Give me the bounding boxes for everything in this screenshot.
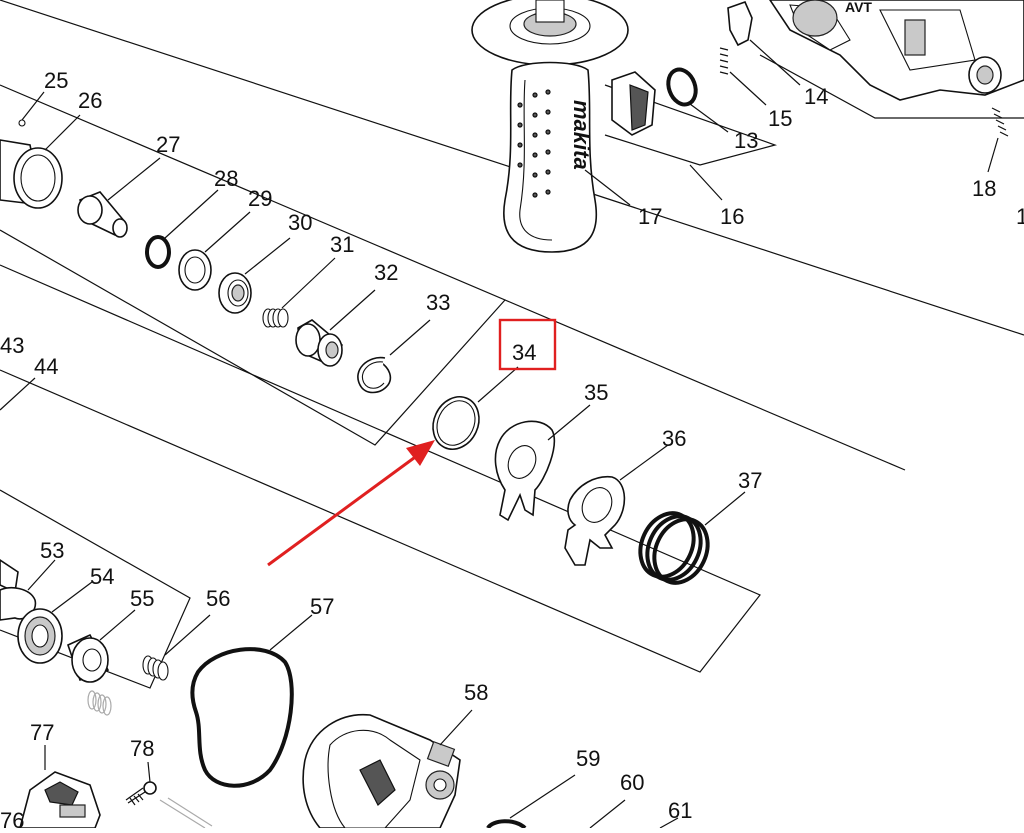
- part-15-spring: [719, 47, 767, 106]
- label-78: 78: [130, 736, 154, 761]
- label-43: 43: [0, 333, 24, 358]
- label-54: 54: [90, 564, 114, 589]
- part-57-large-oring: [190, 614, 313, 788]
- label-13: 13: [734, 128, 758, 153]
- part-29-washer: [178, 211, 251, 291]
- part-31-spring: [262, 257, 336, 328]
- label-31: 31: [330, 232, 354, 257]
- label-34: 34: [512, 340, 536, 365]
- part-58-housing: [302, 709, 473, 829]
- ghost-spring: [87, 690, 112, 716]
- label-60: 60: [620, 770, 644, 795]
- label-77: 77: [30, 720, 54, 745]
- label-33: 33: [426, 290, 450, 315]
- label-25: 25: [44, 68, 68, 93]
- label-19-partial: 1: [1016, 204, 1024, 229]
- label-14: 14: [804, 84, 828, 109]
- label-58: 58: [464, 680, 488, 705]
- label-53: 53: [40, 538, 64, 563]
- part-78-screw: [125, 761, 213, 829]
- label-15: 15: [768, 106, 792, 131]
- frame-group-14-18: [759, 54, 1024, 119]
- frame-group-26-33: [0, 84, 507, 446]
- label-28: 28: [214, 166, 238, 191]
- part-55-bearing: [67, 609, 136, 683]
- highlight-arrow-head: [406, 440, 435, 466]
- part-14-clip: [727, 0, 801, 86]
- label-17: 17: [638, 204, 662, 229]
- frame-upper-edge: [504, 299, 906, 471]
- label-59: 59: [576, 746, 600, 771]
- handle-brand-text: makita: [569, 100, 594, 170]
- frame-group-34-37: [0, 264, 761, 673]
- frame-group-13-16: [604, 84, 778, 166]
- part-59-ring: [486, 774, 576, 830]
- label-56: 56: [206, 586, 230, 611]
- part-16-clamp: [611, 71, 723, 201]
- label-37: 37: [738, 468, 762, 493]
- part-37-spring: [638, 491, 746, 585]
- label-18: 18: [972, 176, 996, 201]
- housing-text: AVT: [845, 0, 872, 15]
- part-30-bearing: [218, 237, 291, 314]
- part-35-plate: [494, 404, 591, 522]
- part-53-washer: [0, 559, 56, 621]
- leader-60: [589, 799, 626, 829]
- label-29: 29: [248, 186, 272, 211]
- leader-61: [659, 817, 679, 829]
- handle-grip-dots: [517, 89, 551, 198]
- label-30: 30: [288, 210, 312, 235]
- part-18-spring: [987, 107, 1009, 173]
- label-36: 36: [662, 426, 686, 451]
- part-26-sleeve: [0, 114, 81, 209]
- part-34-ring: [432, 366, 519, 450]
- part-25-pin: [18, 91, 45, 127]
- part-56-spring: [142, 614, 211, 681]
- label-55: 55: [130, 586, 154, 611]
- part-17-side-handle: makita: [471, 0, 631, 253]
- highlight-box: [498, 318, 557, 371]
- leader-44: [0, 377, 36, 411]
- label-44: 44: [34, 354, 58, 379]
- label-35: 35: [584, 380, 608, 405]
- label-57: 57: [310, 594, 334, 619]
- part-13-oring: [666, 67, 729, 133]
- part-27-pin: [77, 157, 161, 238]
- part-54-bearing: [17, 581, 93, 664]
- main-housing: AVT: [769, 0, 1024, 101]
- highlight-arrow-shaft: [267, 453, 419, 567]
- part-28-oring: [145, 189, 219, 269]
- part-36-bracket: [564, 444, 669, 566]
- label-27: 27: [156, 132, 180, 157]
- label-76: 76: [0, 808, 24, 828]
- highlight-annotation: [267, 318, 557, 567]
- label-26: 26: [78, 88, 102, 113]
- label-16: 16: [720, 204, 744, 229]
- part-32-collar: [295, 289, 376, 367]
- part-33-snap-ring: [357, 319, 431, 394]
- label-61: 61: [668, 798, 692, 823]
- label-32: 32: [374, 260, 398, 285]
- part-77-switch: [18, 745, 101, 829]
